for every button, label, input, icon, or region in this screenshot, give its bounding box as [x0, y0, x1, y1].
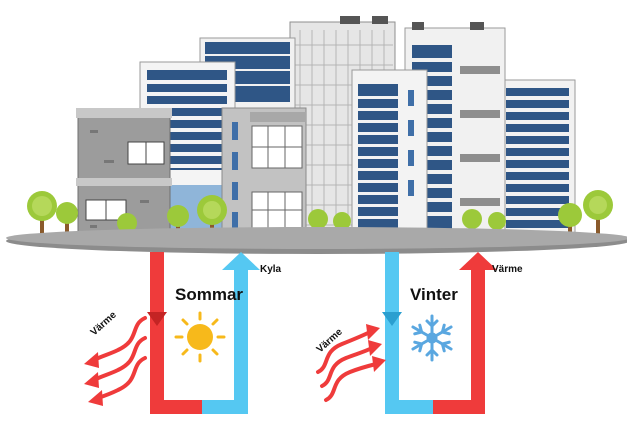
heat-in-arrows	[316, 330, 378, 402]
cooling-label: Kyla	[260, 264, 282, 275]
building	[351, 69, 428, 241]
tree	[558, 203, 582, 240]
heat-out-label: Värme	[89, 309, 119, 338]
building	[221, 107, 307, 239]
summer-loop	[147, 252, 260, 414]
sun-icon	[174, 311, 226, 363]
winter-loop	[382, 252, 497, 414]
ground	[6, 227, 627, 254]
heat-wave-arrow	[324, 362, 378, 402]
heat-wave-arrow	[92, 316, 147, 362]
heat-wave-arrow	[96, 356, 147, 400]
tree	[27, 191, 57, 237]
heat-out-arrows	[92, 316, 147, 400]
building	[499, 79, 576, 241]
tree	[583, 190, 613, 238]
heat-out-arrowheads	[84, 352, 103, 406]
winter-label: Vinter	[410, 285, 458, 304]
tree	[56, 202, 78, 238]
heat-wave-arrow	[320, 346, 374, 388]
heat-in-arrowheads	[366, 324, 386, 372]
heat-wave-arrow	[316, 330, 372, 374]
heat-up-label: Värme	[492, 264, 523, 275]
heat-wave-arrow	[92, 336, 147, 382]
summer-label: Sommar	[175, 285, 243, 304]
city-skyline	[27, 16, 613, 243]
snowflake-icon	[411, 314, 453, 362]
